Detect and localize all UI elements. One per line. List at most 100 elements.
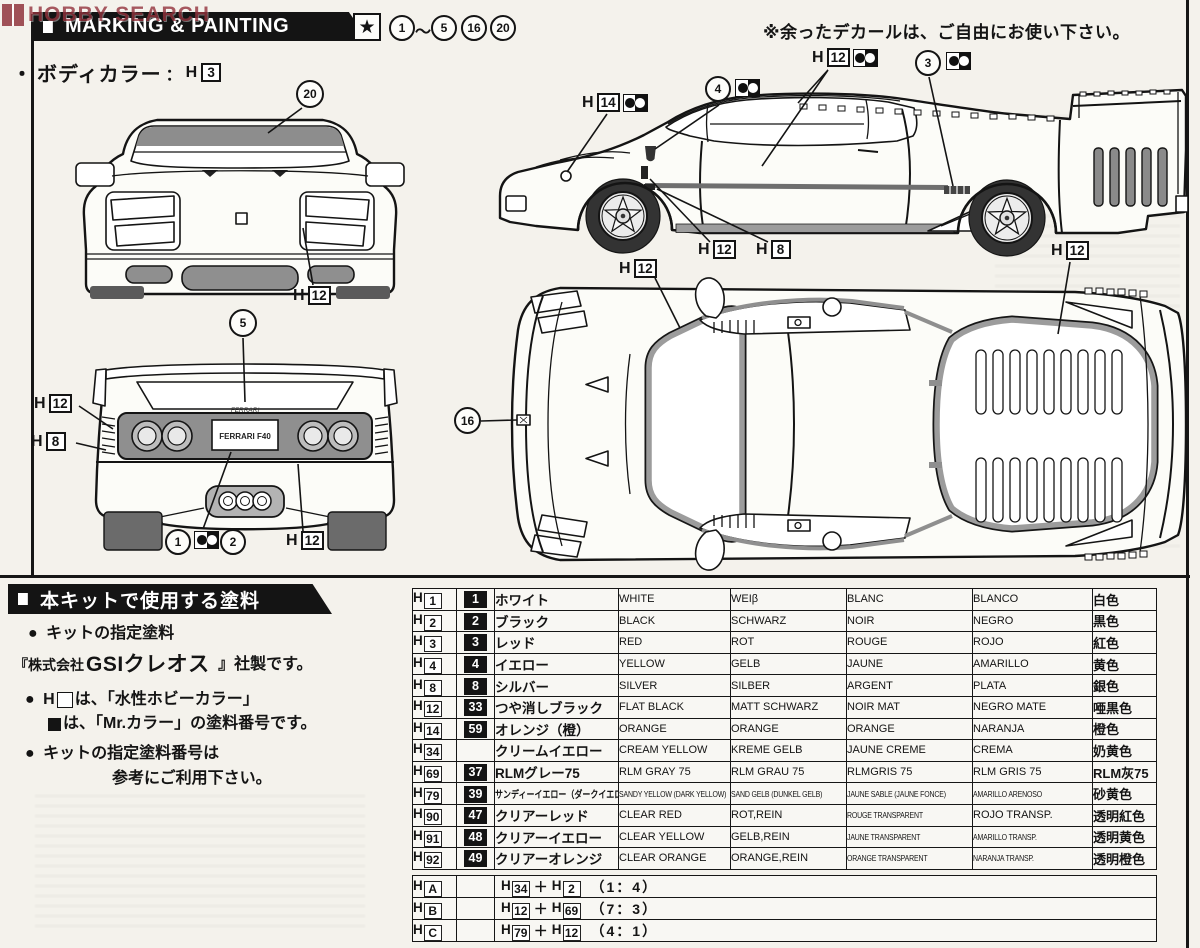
- left-mirror: [75, 162, 115, 187]
- fuel-cap: [822, 531, 842, 551]
- wiper: [202, 170, 218, 177]
- paint-cell: RLM GRAY 75: [618, 760, 731, 784]
- paint-cell: JAUNE CREME: [846, 739, 973, 762]
- engine-louvres: [975, 349, 1123, 523]
- sill-detail: [644, 184, 655, 190]
- body-color-code: 3: [201, 63, 222, 82]
- rear-tire: [327, 511, 387, 551]
- paint-cell: 透明紅色: [1092, 803, 1157, 827]
- paint-cell: 8: [456, 674, 495, 697]
- header-banner: MARKING & PAINTING: [33, 12, 369, 41]
- watermark: HOBBY SEARCH: [2, 3, 210, 27]
- callout-part-5: 5: [229, 309, 257, 337]
- left-rule: [31, 14, 34, 576]
- paint-cell: 1: [456, 588, 495, 611]
- paint-section-banner: 本キットで使用する塗料: [8, 584, 332, 614]
- decal-icon: [946, 52, 971, 70]
- wheel-arches: [576, 181, 1058, 234]
- callout-part-4: 4: [705, 76, 731, 102]
- front-tire: [90, 286, 144, 299]
- paint-cell: クリームイエロー: [494, 739, 619, 762]
- paint-cell: JAUNE: [846, 652, 973, 676]
- paint-cell: 49: [456, 847, 495, 870]
- part-number-badge: 1: [389, 15, 415, 41]
- paint-cell: RED: [618, 631, 731, 654]
- paint-cell: CLEAR ORANGE: [618, 847, 731, 870]
- quarter-louvres: [1093, 147, 1168, 207]
- decal-note: ※余ったデカールは、ご自由にお使い下さい。: [763, 23, 1131, 42]
- paint-cell: ROT,REIN: [730, 803, 847, 827]
- paint-cell: レッド: [494, 631, 619, 654]
- right-rule: [1186, 0, 1189, 948]
- hobbysearch-logo-icon: [2, 4, 24, 26]
- banner-square-icon: [43, 20, 53, 33]
- paint-cell: 47: [456, 803, 495, 827]
- exhaust-tips: [218, 491, 272, 511]
- paint-cell: クリアーオレンジ: [494, 847, 619, 870]
- mirror-top: [694, 277, 725, 319]
- decal-icon: [622, 93, 648, 112]
- paint-cell: ROJO: [972, 631, 1093, 654]
- callout-part-16: 16: [454, 407, 481, 434]
- decal-icon: [194, 531, 219, 549]
- star-icon: ★: [353, 13, 381, 41]
- hinge: [929, 380, 942, 386]
- rear-view-drawing: FERRARI FERRARI F40: [92, 363, 398, 551]
- paint-cell: 透明橙色: [1092, 847, 1157, 870]
- front-wheel: [585, 178, 661, 254]
- note-mrcolor-line: は、「Mr.カラー」の塗料番号です。: [48, 716, 317, 732]
- note-ref-line2: 参考にご利用下さい。: [112, 770, 272, 787]
- ferrari-shield-badge: [645, 146, 656, 162]
- paint-cell: GELB,REIN: [730, 825, 847, 849]
- decal-icon: [852, 48, 878, 67]
- paint-cell: YELLOW: [618, 652, 731, 676]
- rear-wheel: [968, 179, 1046, 257]
- hood-arrow: [585, 376, 609, 393]
- spoiler-script: FERRARI: [231, 407, 260, 414]
- open-box-icon: [56, 692, 73, 708]
- rear-tire: [103, 511, 163, 551]
- paint-cell: ホワイト: [494, 588, 619, 611]
- tail-lamp: [1175, 195, 1189, 213]
- paint-cell: RLMグレー75: [494, 760, 619, 784]
- license-plate-text: FERRARI F40: [219, 432, 271, 441]
- body-color-label: ボディカラー: [37, 64, 162, 86]
- sill-detail: [641, 166, 648, 179]
- note-line: ● キットの指定塗料: [28, 625, 175, 642]
- black-square-icon: [48, 717, 61, 731]
- front-vent: [125, 265, 173, 284]
- fuel-cap: [822, 297, 842, 317]
- front-grille: [181, 265, 299, 291]
- side-view-drawing: [498, 88, 1189, 257]
- hinge: [929, 462, 942, 468]
- side-glass: [665, 96, 918, 147]
